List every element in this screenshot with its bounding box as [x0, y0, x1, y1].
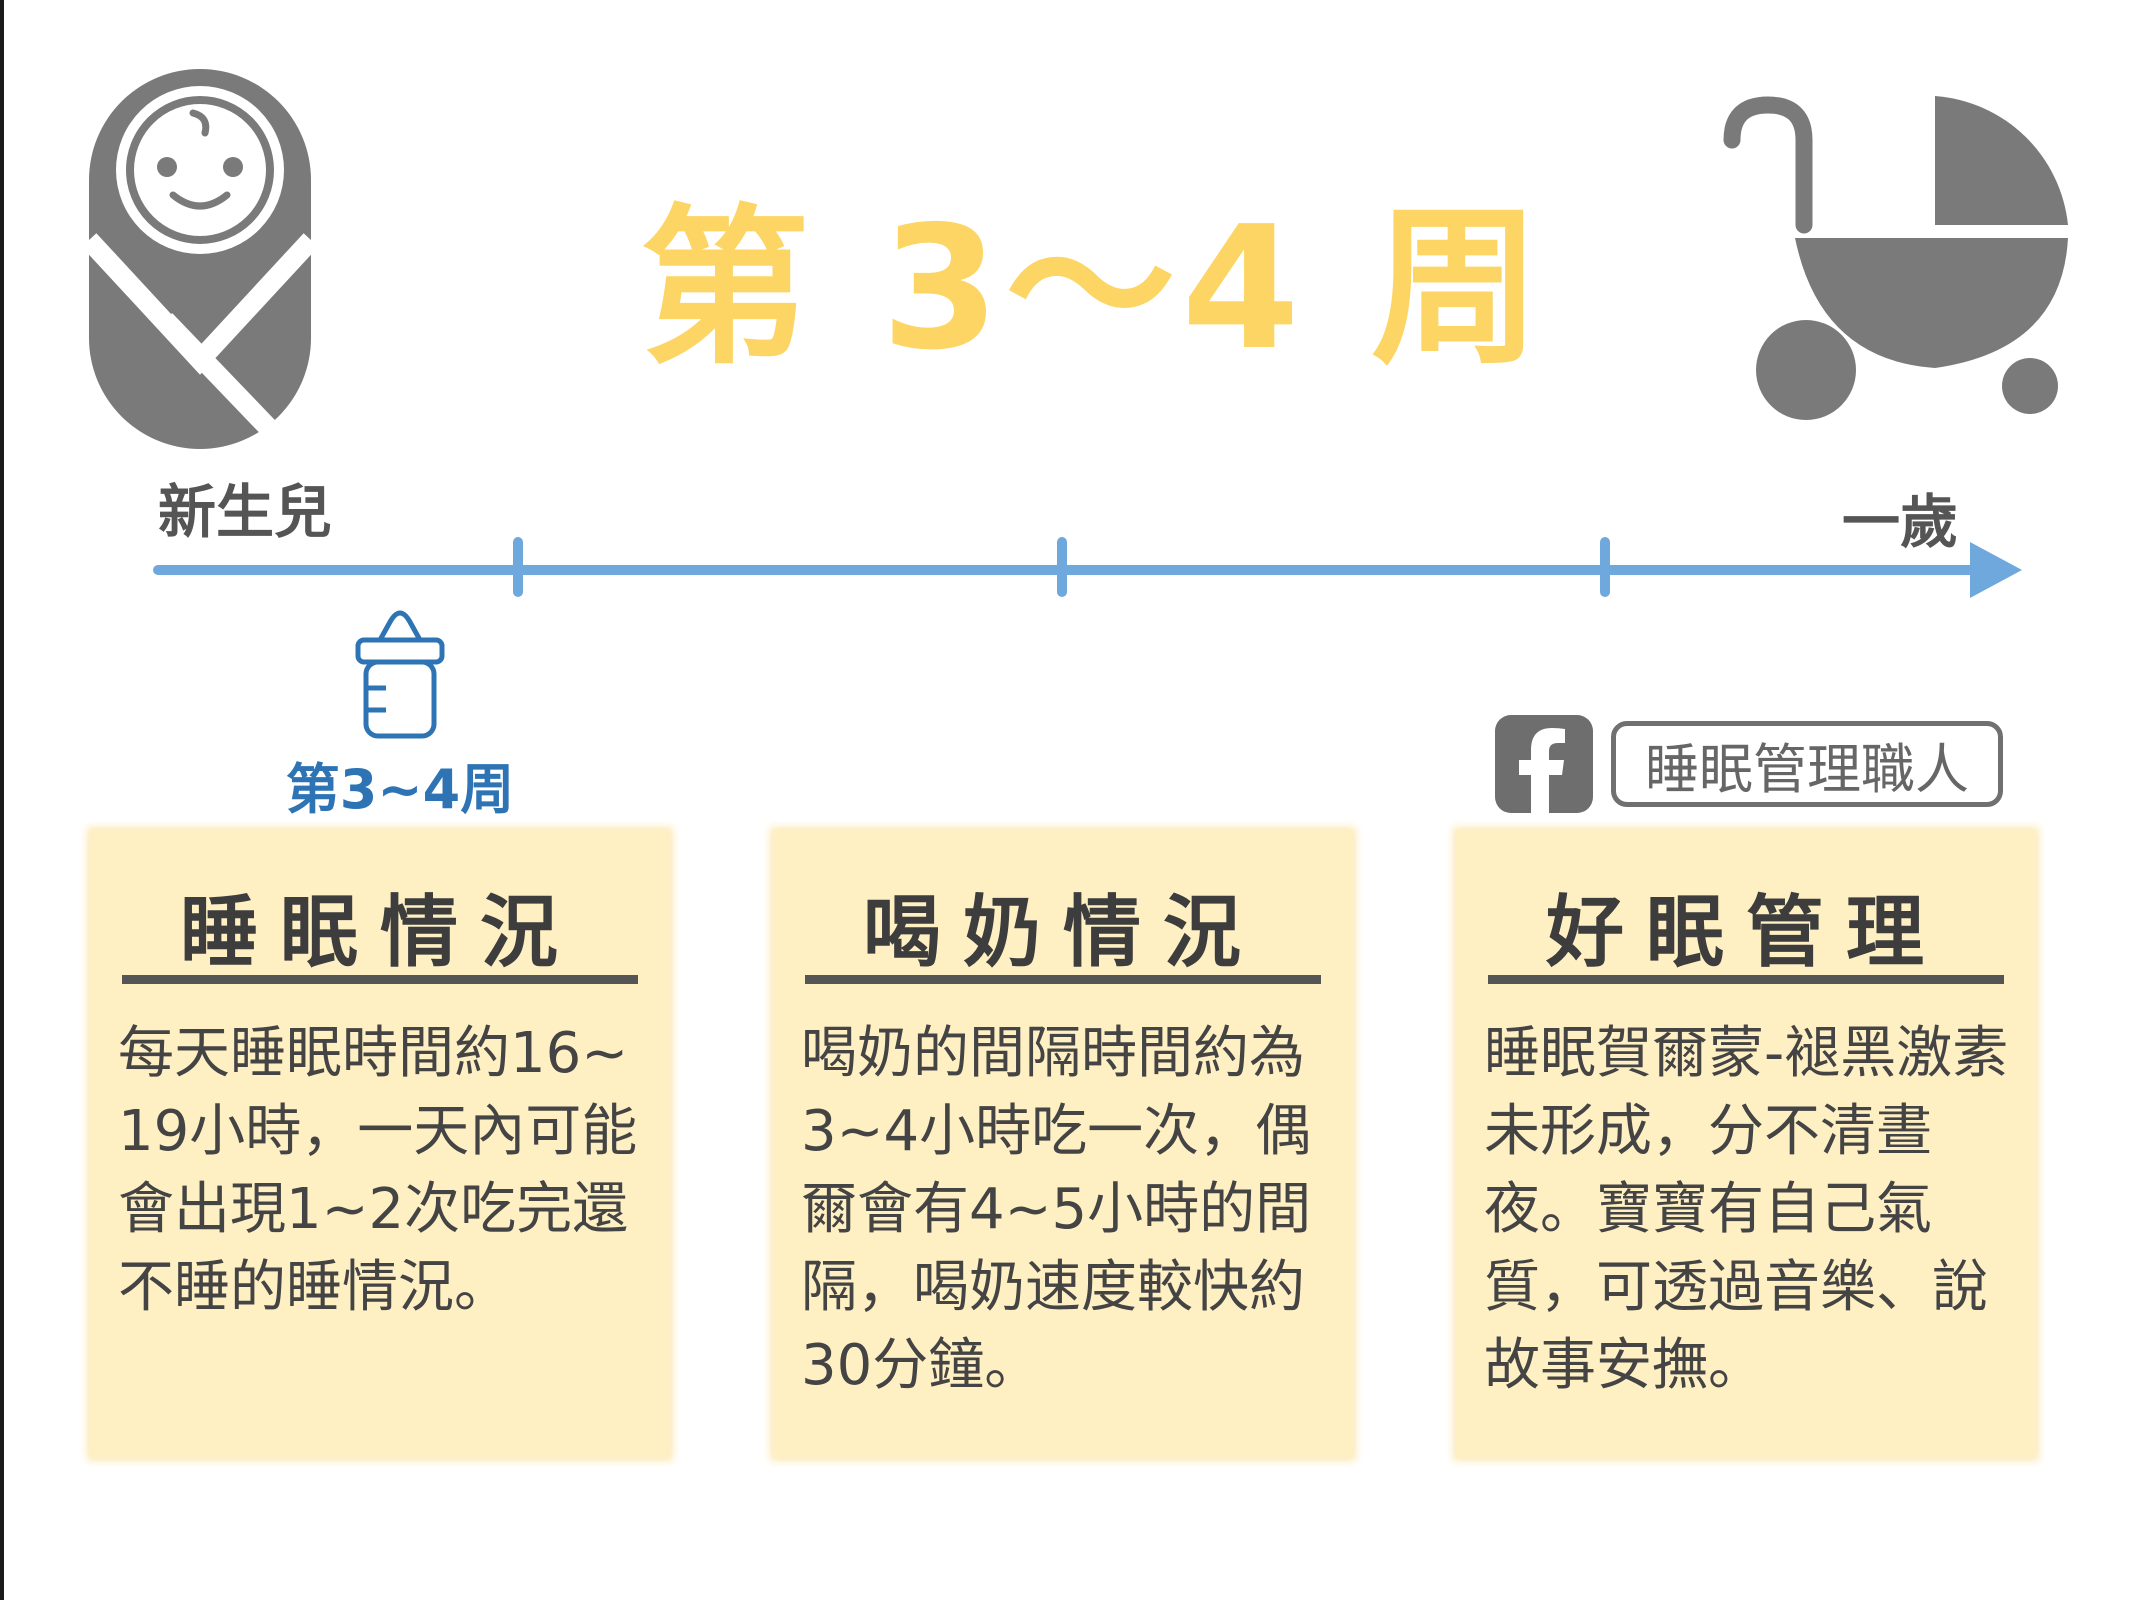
card-title: 喝奶情況 [862, 888, 1263, 978]
swaddled-baby-icon [85, 69, 315, 452]
brand-name: 睡眠管理職人 [1611, 721, 2003, 807]
left-edge-border [0, 0, 4, 1600]
sleep-management-card: 好眠管理 睡眠賀爾蒙-褪黑激素未形成，分不清晝夜。寶寶有自己氣質，可透過音樂、說… [1456, 830, 2036, 1458]
timeline-arrow [153, 537, 2022, 598]
card-divider [1488, 975, 2004, 984]
card-body: 睡眠賀爾蒙-褪黑激素未形成，分不清晝夜。寶寶有自己氣質，可透過音樂、說故事安撫。 [1484, 1021, 2009, 1398]
card-divider [805, 975, 1321, 984]
baby-stroller-icon [1723, 96, 2068, 420]
timeline-marker-label: 第3~4周 [285, 758, 515, 821]
card-title: 睡眠情況 [179, 888, 580, 978]
timeline-start-label: 新生兒 [158, 478, 333, 546]
page-title: 第 3～4 周 [640, 190, 1547, 388]
card-body: 每天睡眠時間約16~19小時，一天內可能會出現1~2次吃完還不睡的睡情況。 [118, 1021, 638, 1320]
card-divider [122, 975, 638, 984]
timeline-arrowhead [1970, 542, 2022, 598]
brand-badge: 睡眠管理職人 [1495, 715, 2003, 813]
sleep-status-card: 睡眠情況 每天睡眠時間約16~19小時，一天內可能會出現1~2次吃完還不睡的睡情… [90, 830, 670, 1458]
baby-bottle-icon [355, 610, 445, 739]
card-title: 好眠管理 [1545, 888, 1946, 978]
timeline-end-label: 一歲 [1842, 488, 1959, 556]
facebook-icon [1495, 715, 1593, 813]
feeding-status-card: 喝奶情況 喝奶的間隔時間約為3~4小時吃一次，偶爾會有4~5小時的間隔，喝奶速度… [773, 830, 1353, 1458]
card-body: 喝奶的間隔時間約為3~4小時吃一次，偶爾會有4~5小時的間隔，喝奶速度較快約30… [801, 1021, 1312, 1398]
